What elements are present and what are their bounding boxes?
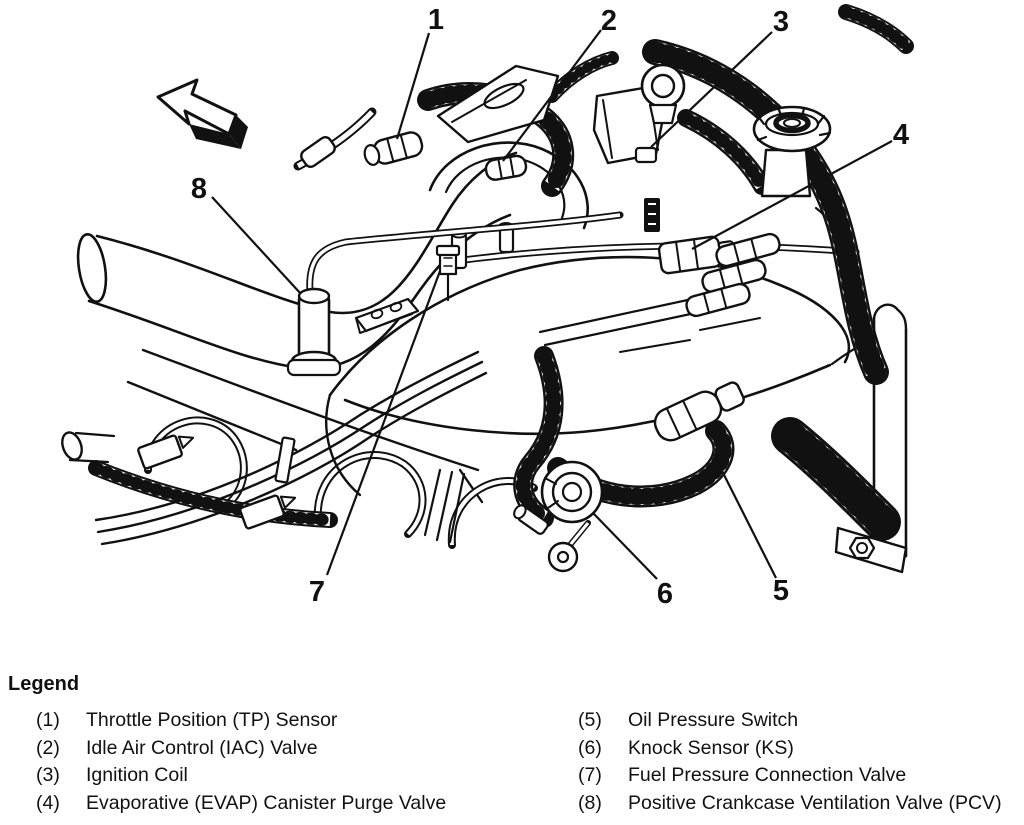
- callout-1: 1: [395, 4, 444, 140]
- legend-item-label: Fuel Pressure Connection Valve: [628, 764, 907, 786]
- callout-6: 6: [593, 513, 673, 610]
- legend-item-number: (5): [578, 709, 602, 731]
- legend-item-number: (7): [578, 764, 602, 786]
- injector-connector: [239, 494, 297, 530]
- legend-item-5: (5) Oil Pressure Switch: [578, 707, 1024, 735]
- right-bracket-strap: [834, 303, 908, 574]
- fuel-and-vacuum-pipes: [444, 242, 860, 347]
- legend-item-number: (1): [36, 709, 60, 731]
- eye-bolt: [547, 520, 591, 573]
- front-direction-arrow-icon: [156, 78, 248, 149]
- legend-item-label: Oil Pressure Switch: [628, 709, 799, 731]
- legend-item-7: (7) Fuel Pressure Connection Valve: [578, 762, 1024, 790]
- callout-number-7: 7: [309, 576, 325, 608]
- pcv-valve: [286, 211, 624, 377]
- callout-number-8: 8: [191, 173, 207, 205]
- legend-item-3: (3) Ignition Coil: [36, 762, 506, 790]
- legend-item-label: Evaporative (EVAP) Canister Purge Valve: [86, 791, 447, 814]
- wiring-loom-eyelet-branch: [677, 109, 771, 195]
- legend-item-number: (3): [36, 764, 60, 786]
- legend-column-left: (1) Throttle Position (TP) Sensor (2) Id…: [36, 707, 506, 817]
- legend: Legend (1) Throttle Position (TP) Sensor…: [0, 655, 1024, 825]
- legend-item-1: (1) Throttle Position (TP) Sensor: [36, 707, 506, 735]
- radiator-hose: [76, 107, 518, 370]
- small-bracket: [354, 297, 420, 334]
- legend-item-4: (4) Evaporative (EVAP) Canister Purge Va…: [36, 790, 506, 818]
- legend-item-2: (2) Idle Air Control (IAC) Valve: [36, 735, 506, 763]
- fuel-line-fittings: [685, 232, 781, 318]
- wiring-loom-top-stub: [545, 51, 619, 103]
- callout-number-4: 4: [893, 119, 909, 151]
- oil-filler-cap: [752, 105, 832, 198]
- callout-5: 5: [712, 452, 789, 607]
- lifting-eyelet: [640, 63, 686, 125]
- callout-number-2: 2: [601, 5, 617, 37]
- callout-3: 3: [650, 6, 789, 148]
- callout-number-1: 1: [428, 4, 444, 36]
- legend-item-label: Knock Sensor (KS): [628, 736, 794, 759]
- valve-cover-and-plug-wires: [61, 348, 538, 549]
- legend-column-right: (5) Oil Pressure Switch (6) Knock Sensor…: [578, 707, 1024, 817]
- legend-item-label: Positive Crankcase Ventilation Valve (PC…: [628, 791, 1002, 814]
- engine-illustration: 1 2 3 4 5 6 7 8: [61, 4, 914, 610]
- legend-item-6: (6) Knock Sensor (KS): [578, 735, 1024, 763]
- injector-connector: [137, 434, 195, 470]
- throttle-position-sensor: [363, 131, 424, 166]
- legend-item-number: (6): [578, 736, 602, 759]
- fuel-pressure-connection-valve: [435, 244, 461, 302]
- callout-8: 8: [191, 173, 302, 295]
- callout-number-6: 6: [657, 578, 673, 610]
- knock-sensor: [513, 460, 604, 535]
- legend-item-8: (8) Positive Crankcase Ventilation Valve…: [578, 790, 1024, 818]
- legend-item-label: Ignition Coil: [86, 764, 188, 786]
- legend-item-number: (2): [36, 736, 60, 759]
- legend-item-label: Idle Air Control (IAC) Valve: [86, 736, 318, 759]
- legend-title: Legend: [8, 673, 80, 695]
- wiring-loom-center-down: [513, 346, 564, 528]
- callout-2: 2: [502, 5, 617, 162]
- oil-pressure-switch: [653, 381, 745, 442]
- top-bracket: [436, 64, 560, 144]
- legend-item-label: Throttle Position (TP) Sensor: [86, 709, 338, 731]
- callout-number-3: 3: [773, 6, 789, 38]
- ribbed-boot-lower-right: [771, 417, 901, 541]
- callout-7: 7: [309, 270, 442, 608]
- callout-number-5: 5: [773, 575, 789, 607]
- legend-item-number: (4): [36, 791, 60, 814]
- wiring-loom-right-arc: [642, 39, 889, 385]
- wiring-loom-top-right-stub: [838, 4, 914, 54]
- callouts: 1 2 3 4 5 6 7 8: [191, 4, 909, 610]
- legend-item-number: (8): [578, 791, 602, 814]
- callout-4: 4: [691, 119, 909, 250]
